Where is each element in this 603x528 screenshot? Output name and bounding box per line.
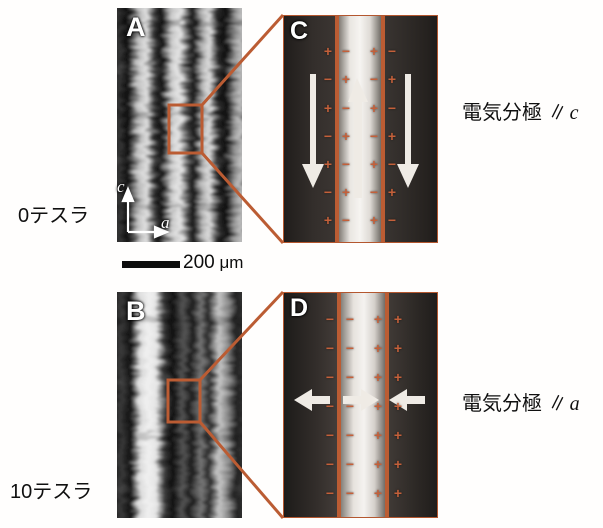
scale-bar-label: 200 μm <box>183 252 243 274</box>
charge-sign-minus: − <box>345 427 355 443</box>
panel-d-arrow-right-center <box>343 389 379 411</box>
panel-a-micrograph: A <box>117 8 242 242</box>
charge-sign-plus: + <box>341 127 351 144</box>
charge-sign-plus: + <box>393 339 403 356</box>
panel-c-domain-wall-1 <box>335 16 339 242</box>
charge-sign-minus: − <box>325 310 335 327</box>
charge-sign-minus: − <box>325 427 335 443</box>
panel-d-right-domain <box>387 293 437 517</box>
panel-a-letter: A <box>126 12 146 42</box>
charge-sign-plus: + <box>387 127 397 144</box>
panel-c-domain-wall-2 <box>381 16 385 242</box>
charge-sign-minus: − <box>387 99 397 116</box>
axis-label-c: c <box>117 177 125 196</box>
field-label-0-tesla: 0テスラ <box>18 205 90 227</box>
charge-sign-plus: + <box>369 212 379 229</box>
charge-sign-plus: + <box>373 339 383 356</box>
charge-sign-minus: − <box>345 456 355 472</box>
polarization-label-c: 電気分極 ∥c <box>462 103 578 123</box>
polarization-label-d-text: 電気分極 ∥ <box>462 393 568 415</box>
charge-sign-minus: − <box>325 339 335 356</box>
charge-sign-plus: + <box>393 485 403 501</box>
panel-c-arrow-down-left <box>302 74 324 188</box>
panel-c-letter: C <box>290 17 309 45</box>
charge-sign-plus: + <box>393 398 403 414</box>
charge-sign-minus: − <box>369 71 379 88</box>
charge-sign-minus: − <box>345 485 355 501</box>
charge-sign-plus: + <box>387 71 397 88</box>
panel-d-domain-wall-2 <box>385 293 389 517</box>
polarization-label-c-text: 電気分極 ∥ <box>462 102 568 124</box>
charge-sign-plus: + <box>341 71 351 88</box>
charge-sign-plus: + <box>373 368 383 385</box>
charge-sign-minus: − <box>341 43 351 60</box>
charge-sign-plus: + <box>373 456 383 472</box>
panel-d-schematic: D −−−−−−−−−−−−−−++++++++++++++ <box>283 292 438 518</box>
charge-sign-minus: − <box>369 183 379 200</box>
charge-sign-minus: − <box>345 398 355 414</box>
polarization-axis-c: c <box>569 102 579 124</box>
panel-c-arrow-up-center <box>348 78 368 198</box>
charge-sign-minus: − <box>345 310 355 327</box>
panel-a-stripe-texture <box>117 8 242 242</box>
field-label-10-tesla: 10テスラ <box>10 481 93 503</box>
charge-sign-plus: + <box>341 183 351 200</box>
charge-sign-minus: − <box>325 485 335 501</box>
scale-bar-line <box>122 261 180 268</box>
charge-sign-minus: − <box>387 212 397 229</box>
charge-sign-plus: + <box>373 427 383 443</box>
charge-sign-plus: + <box>393 456 403 472</box>
panel-d-arrow-left-1 <box>294 389 330 411</box>
charge-sign-plus: + <box>373 310 383 327</box>
charge-sign-plus: + <box>373 398 383 414</box>
charge-sign-plus: + <box>387 183 397 200</box>
charge-sign-minus: − <box>323 183 333 200</box>
charge-sign-plus: + <box>323 43 333 60</box>
charge-sign-plus: + <box>393 427 403 443</box>
panel-c-arrow-down-right <box>397 74 419 188</box>
charge-sign-minus: − <box>325 368 335 385</box>
charge-sign-plus: + <box>373 485 383 501</box>
panel-c-schematic: C +−+−+−+−+−+−+−+−+−+−+−+−+−+− <box>283 15 438 243</box>
charge-sign-minus: − <box>323 127 333 144</box>
charge-sign-minus: − <box>387 43 397 60</box>
panel-b-micrograph: B <box>117 292 242 518</box>
charge-sign-plus: + <box>393 310 403 327</box>
scale-bar-unit: μm <box>219 253 244 272</box>
charge-sign-minus: − <box>325 456 335 472</box>
panel-d-domain-wall-1 <box>337 293 341 517</box>
charge-sign-minus: − <box>325 398 335 414</box>
charge-sign-plus: + <box>393 368 403 385</box>
charge-sign-plus: + <box>369 99 379 116</box>
charge-sign-plus: + <box>323 155 333 172</box>
charge-sign-plus: + <box>369 43 379 60</box>
axis-label-a: a <box>161 213 170 232</box>
charge-sign-plus: + <box>323 212 333 229</box>
charge-sign-plus: + <box>369 155 379 172</box>
charge-sign-minus: − <box>323 71 333 88</box>
charge-sign-minus: − <box>369 127 379 144</box>
polarization-label-d: 電気分極 ∥a <box>462 394 580 414</box>
panel-c-arrows <box>302 74 419 198</box>
charge-sign-minus: − <box>345 339 355 356</box>
panel-d-arrows <box>294 389 425 411</box>
charge-sign-minus: − <box>341 155 351 172</box>
charge-sign-minus: − <box>387 155 397 172</box>
panel-b-letter: B <box>126 296 146 326</box>
charge-sign-plus: + <box>323 99 333 116</box>
charge-sign-minus: − <box>341 99 351 116</box>
panel-d-letter: D <box>290 294 309 322</box>
charge-sign-minus: − <box>345 368 355 385</box>
charge-sign-minus: − <box>341 212 351 229</box>
polarization-axis-d: a <box>569 393 580 415</box>
panel-d-arrow-left-2 <box>389 389 425 411</box>
scale-bar-value: 200 <box>183 252 215 273</box>
